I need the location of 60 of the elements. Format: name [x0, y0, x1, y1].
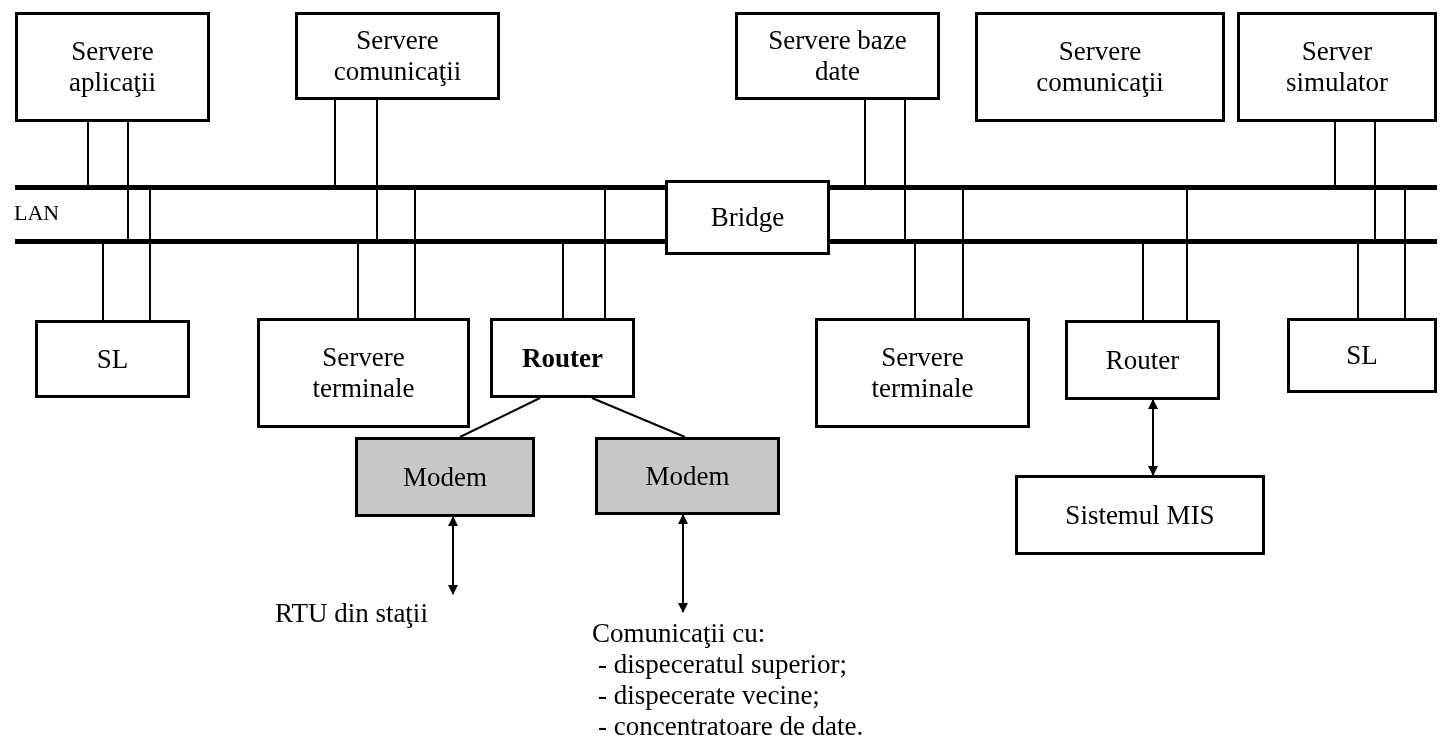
server-box	[257, 318, 470, 428]
node-label: Router	[1105, 344, 1180, 376]
connector-line	[1142, 243, 1144, 321]
router-box	[490, 318, 635, 398]
server-box	[15, 12, 210, 122]
connector-line	[904, 99, 906, 240]
annotation-text: Comunicaţii cu:	[592, 618, 766, 649]
modem-box	[355, 437, 535, 517]
annotation-text: - dispecerate vecine;	[597, 680, 820, 711]
node-label: Servere baze date	[767, 25, 908, 87]
connector-line	[1374, 121, 1376, 240]
node-label: Servere terminale	[870, 342, 975, 404]
node-label: Servere comunicaţii	[332, 25, 463, 87]
annotation-text: - dispeceratul superior;	[597, 649, 847, 680]
node-label: Servere terminale	[311, 342, 416, 404]
node-label: Router	[522, 342, 603, 374]
connector-line	[102, 243, 104, 321]
connector-line	[604, 189, 606, 319]
double-arrow	[1148, 399, 1158, 476]
node-label: Modem	[645, 460, 730, 492]
connector-line	[562, 243, 564, 319]
node-label: Bridge	[710, 202, 785, 233]
bridge-box	[665, 180, 830, 255]
connector-line	[962, 189, 964, 319]
connector-line	[149, 189, 151, 321]
network-label: LAN	[14, 200, 60, 226]
double-arrow	[448, 516, 458, 595]
node-label: SL	[96, 343, 129, 375]
connector-line	[414, 189, 416, 319]
node-label: Sistemul MIS	[1065, 499, 1215, 531]
node-label: Servere comunicaţii	[1035, 36, 1165, 98]
connector-line	[357, 243, 359, 319]
connector-line	[914, 243, 916, 319]
server-box	[295, 12, 500, 100]
node-label: Modem	[403, 461, 487, 493]
connector-line	[334, 99, 336, 186]
server-box	[815, 318, 1030, 428]
server-box	[975, 12, 1225, 122]
connector-line	[127, 121, 129, 240]
connector-line	[376, 99, 378, 240]
node-label: Server simulator	[1285, 36, 1389, 98]
connector-line	[1357, 243, 1359, 319]
connector-line	[1404, 189, 1406, 319]
annotation-text: - concentratoare de date.	[597, 711, 864, 742]
workstation-box	[1287, 318, 1437, 393]
connector-line	[1186, 189, 1188, 321]
system-box	[1015, 475, 1265, 555]
server-box	[1237, 12, 1437, 122]
connector-line	[87, 121, 89, 186]
connector-line	[591, 397, 686, 438]
double-arrow	[678, 514, 688, 613]
node-label: SL	[1346, 340, 1378, 371]
node-label: Servere aplicaţii	[68, 36, 157, 98]
annotation-text: RTU din staţii	[275, 598, 428, 629]
workstation-box	[35, 320, 190, 398]
server-box	[735, 12, 940, 100]
connector-line	[864, 99, 866, 186]
modem-box	[595, 437, 780, 515]
connector-line	[1334, 121, 1336, 186]
router-box	[1065, 320, 1220, 400]
